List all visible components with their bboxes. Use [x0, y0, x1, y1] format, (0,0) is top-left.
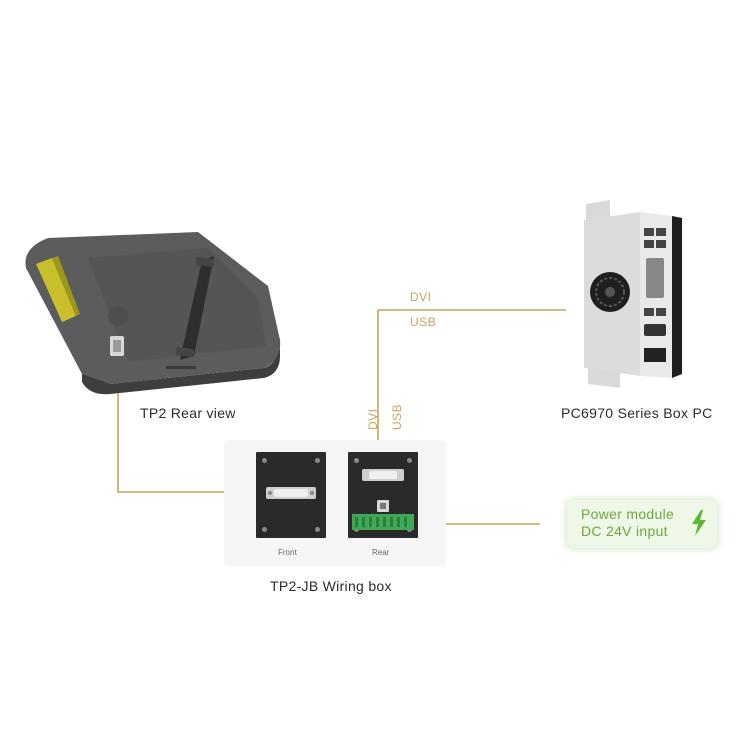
- dvi-connector-icon: [266, 487, 316, 499]
- hand-strap: [180, 256, 214, 360]
- tp2-rear-view-label: TP2 Rear view: [140, 405, 236, 421]
- power-module-line2: DC 24V input: [581, 523, 668, 539]
- tp2-tablet-illustration: [25, 232, 281, 395]
- dvi-usb-cable: [377, 309, 566, 475]
- lightning-bolt-icon: [692, 510, 706, 536]
- screw-icon: [315, 458, 320, 463]
- power-module-box: Power module DC 24V input: [567, 500, 717, 548]
- front-label: Front: [278, 548, 297, 557]
- dvi-connector-icon: [362, 469, 404, 481]
- dvi-signal-label: DVI: [410, 290, 432, 304]
- wiring-box-label: TP2-JB Wiring box: [270, 578, 392, 594]
- screw-icon: [262, 458, 267, 463]
- box-pc-illustration: [584, 200, 682, 388]
- yellow-grip: [36, 258, 76, 322]
- rear-label: Rear: [372, 548, 390, 557]
- usb-vertical-label: USB: [390, 403, 404, 430]
- screw-icon: [354, 458, 359, 463]
- rear-plate: [348, 452, 418, 538]
- screw-icon: [315, 527, 320, 532]
- power-module-line1: Power module: [581, 506, 675, 522]
- usb-b-connector-icon: [377, 500, 389, 512]
- terminal-block: [352, 514, 414, 530]
- screw-icon: [407, 458, 412, 463]
- front-plate: [256, 452, 326, 538]
- dvi-vertical-label: DVI: [366, 408, 380, 430]
- screw-icon: [262, 527, 267, 532]
- box-pc-label: PC6970 Series Box PC: [561, 405, 713, 421]
- tablet-to-front-cable: [117, 372, 262, 493]
- usb-signal-label: USB: [410, 315, 437, 329]
